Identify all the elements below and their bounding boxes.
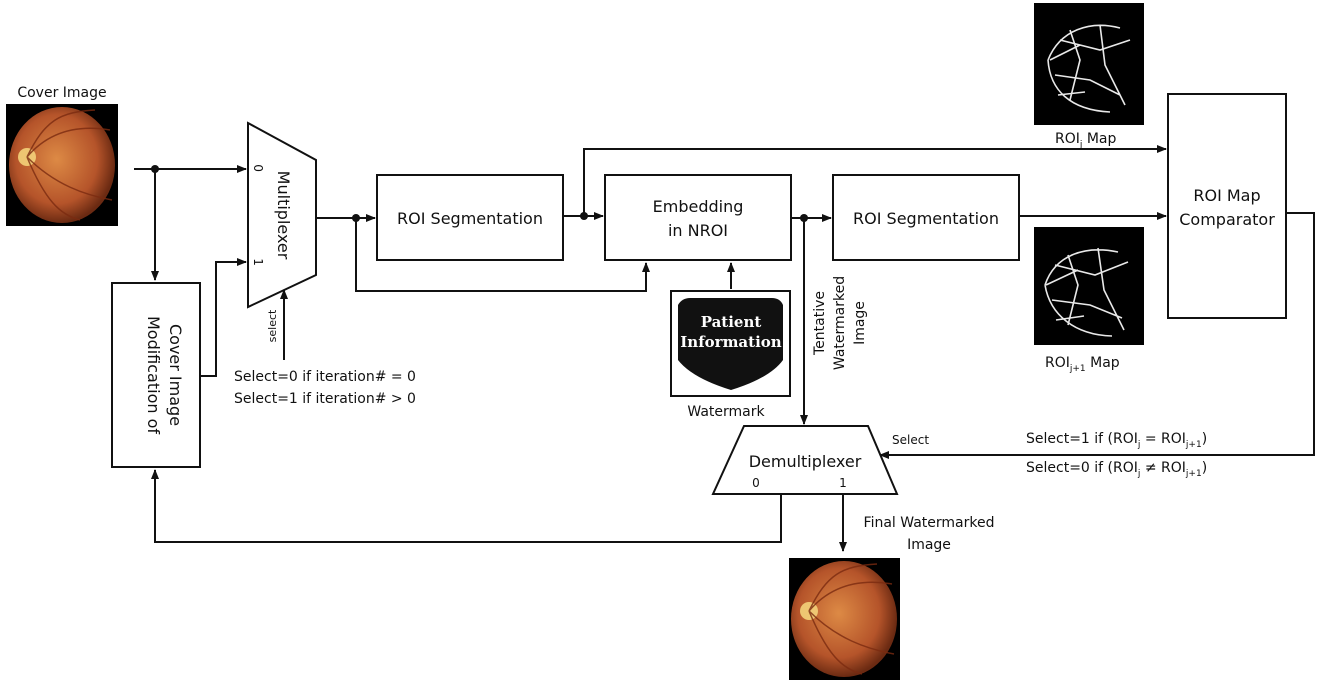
roi-segmentation-box-2 [832, 174, 1020, 261]
roi-map-comparator-box [1167, 93, 1287, 319]
roi-segmentation-box-1 [376, 174, 564, 261]
watermark-badge-line2: Information [680, 333, 782, 351]
modification-label-line1: Modification of [144, 316, 163, 434]
roi-j-map-image [1034, 3, 1144, 125]
multiplexer [247, 121, 317, 309]
select-rule-1: Select=0 if iteration# = 0 [234, 369, 416, 385]
demux-output-1-label: 1 [839, 476, 847, 490]
tentative-label-line3: Image [852, 301, 868, 345]
watermark-badge-line1: Patient [701, 313, 762, 331]
final-watermarked-fundus [789, 558, 900, 680]
shield-icon [678, 298, 783, 390]
mux-input-1-label: 1 [251, 258, 265, 266]
select-rule-2: Select=1 if iteration# > 0 [234, 391, 416, 407]
modification-box [111, 282, 201, 468]
roi-j1-map-image [1034, 227, 1144, 345]
roi-j1-map-label: ROIj+1 Map [1045, 355, 1120, 374]
tentative-label-line1: Tentative [812, 291, 828, 356]
final-label-line2: Image [907, 537, 951, 553]
roi-segmentation-2-label: ROI Segmentation [853, 209, 999, 228]
roi-segmentation-1-label: ROI Segmentation [397, 209, 543, 228]
watermark-label: Watermark [687, 404, 765, 420]
select-condition-1: Select=1 if (ROIj = ROIj+1) [1026, 431, 1207, 450]
multiplexer-label: Multiplexer [274, 171, 293, 260]
demux-select-label: Select [892, 433, 929, 447]
final-label-line1: Final Watermarked [864, 515, 995, 531]
embedding-box [604, 174, 792, 261]
cover-image-fundus [6, 104, 118, 226]
comparator-label-line1: ROI Map [1193, 186, 1260, 205]
demultiplexer [711, 425, 899, 495]
cover-image-label: Cover Image [17, 85, 106, 101]
embedding-label-line1: Embedding [653, 197, 744, 216]
modification-label-line2: Cover Image [166, 324, 185, 426]
roi-j-map-label: ROIj Map [1055, 131, 1117, 150]
mux-input-0-label: 0 [251, 164, 265, 172]
mux-select-label: select [266, 309, 279, 342]
demux-output-0-label: 0 [752, 476, 760, 490]
select-condition-0: Select=0 if (ROIj ≠ ROIj+1) [1026, 460, 1207, 479]
tentative-label-line2: Watermarked [832, 276, 848, 370]
embedding-label-line2: in NROI [668, 221, 728, 240]
demultiplexer-label: Demultiplexer [749, 452, 862, 471]
comparator-label-line2: Comparator [1179, 210, 1275, 229]
